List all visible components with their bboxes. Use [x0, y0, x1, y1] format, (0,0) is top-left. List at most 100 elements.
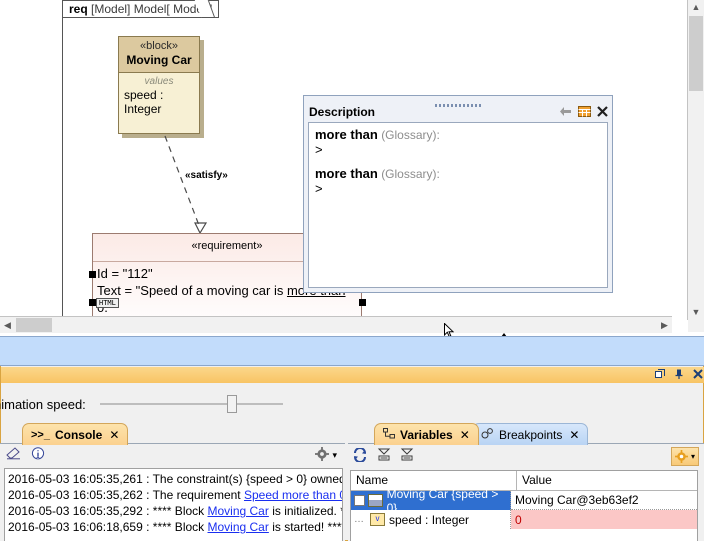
- block-moving-car[interactable]: «block» Moving Car values speed : Intege…: [118, 36, 200, 134]
- tab-close-icon[interactable]: ✕: [109, 427, 120, 442]
- diagram-frame-label: req [Model] Model[ Model ]: [62, 0, 220, 18]
- tab-variables[interactable]: Variables ✕: [374, 423, 479, 445]
- log-link[interactable]: Moving Car: [207, 520, 269, 534]
- tree-indent: …: [354, 514, 364, 525]
- log-timestamp: 2016-05-03 16:05:35,261 :: [8, 472, 153, 486]
- selection-handle[interactable]: [89, 271, 96, 278]
- glossary-definition: >: [315, 142, 323, 157]
- scrollbar-thumb[interactable]: [16, 318, 52, 332]
- column-header-value[interactable]: Value: [522, 473, 552, 487]
- variable-name-cell[interactable]: − Moving Car {speed > 0}: [351, 487, 511, 515]
- diagram-canvas[interactable]: req [Model] Model[ Model ] «block» Movin…: [0, 0, 672, 316]
- log-text: is initialized. ****: [272, 504, 342, 518]
- variable-value-cell[interactable]: 0: [511, 510, 697, 529]
- close-icon[interactable]: [597, 105, 608, 119]
- console-log-list[interactable]: 2016-05-03 16:05:35,261 : The constraint…: [4, 468, 343, 541]
- selection-handle[interactable]: [359, 299, 366, 306]
- refresh-icon[interactable]: [353, 446, 367, 465]
- requirement-body: Id = "112" Text = "Speed of a moving car…: [93, 262, 361, 316]
- slider-knob[interactable]: [226, 395, 237, 413]
- dropdown-arrow-icon[interactable]: ▾: [690, 451, 695, 461]
- close-icon[interactable]: [693, 368, 703, 382]
- frame-keyword: req: [69, 2, 88, 16]
- requirement-text-prefix: Text = "Speed of a moving car is: [97, 283, 287, 298]
- glossary-entry: more than (Glossary): >: [315, 127, 601, 157]
- table-row[interactable]: − Moving Car {speed > 0} Moving Car@3eb6…: [351, 487, 697, 515]
- compartment-label: values: [144, 76, 174, 87]
- requirement-id: Id = "112": [97, 266, 153, 281]
- animation-speed-label: nimation speed:: [0, 396, 86, 412]
- animation-speed-row: nimation speed:: [0, 392, 400, 416]
- variable-name: speed : Integer: [389, 512, 470, 527]
- table-icon[interactable]: [578, 105, 591, 119]
- glossary-source: (Glossary):: [381, 167, 440, 181]
- scrollbar-thumb[interactable]: [689, 16, 703, 91]
- log-line: 2016-05-03 16:05:35,262 : The requiremen…: [8, 487, 342, 503]
- tab-breakpoints-label: Breakpoints: [499, 427, 563, 442]
- dropdown-arrow-icon[interactable]: ▾: [332, 449, 337, 460]
- log-text: **** Block: [152, 504, 208, 518]
- tab-console-label: Console: [54, 427, 103, 442]
- info-icon[interactable]: [31, 446, 45, 464]
- diagram-vertical-scrollbar[interactable]: ▲ ▼: [687, 0, 704, 320]
- column-header-name[interactable]: Name: [351, 471, 517, 490]
- scroll-left-icon[interactable]: ◀: [4, 320, 11, 330]
- variable-name: Moving Car {speed > 0}: [386, 486, 499, 515]
- variables-pane: ▾ Name Value − Moving Car {speed > 0} Mo…: [348, 443, 704, 541]
- restore-icon[interactable]: [655, 368, 665, 382]
- gear-icon: [674, 449, 688, 463]
- block-name: Moving Car: [126, 53, 192, 67]
- eraser-icon[interactable]: [6, 447, 21, 463]
- tab-variables-label: Variables: [400, 427, 453, 442]
- console-pane: ▾ 2016-05-03 16:05:35,261 : The constrai…: [0, 443, 345, 541]
- back-arrow-icon[interactable]: [559, 106, 572, 119]
- pin-icon[interactable]: [674, 369, 684, 382]
- block-header: «block» Moving Car: [119, 37, 199, 73]
- selection-handle[interactable]: [89, 299, 96, 306]
- block-icon: [367, 494, 383, 507]
- gear-icon[interactable]: [315, 446, 330, 464]
- log-timestamp: 2016-05-03 16:05:35,262 :: [8, 488, 153, 502]
- tab-close-icon[interactable]: ✕: [459, 427, 470, 442]
- tab-close-icon[interactable]: ✕: [569, 427, 580, 442]
- description-title: Description: [309, 105, 376, 119]
- table-header-row: Name Value: [351, 471, 697, 491]
- tab-breakpoints[interactable]: Breakpoints ✕: [472, 423, 589, 445]
- variable-name-cell[interactable]: … v speed : Integer: [351, 510, 511, 529]
- scroll-down-icon[interactable]: ▼: [691, 307, 701, 317]
- expand-all-icon[interactable]: [377, 448, 391, 465]
- console-icon: >>_: [31, 428, 50, 441]
- description-content: more than (Glossary): > more than (Gloss…: [308, 122, 608, 288]
- variables-settings-button[interactable]: ▾: [670, 446, 699, 466]
- frame-scope: [Model]: [91, 2, 131, 16]
- horizontal-splitter[interactable]: [0, 336, 704, 366]
- block-stereotype: «block»: [140, 40, 178, 52]
- collapse-all-icon[interactable]: [400, 448, 414, 465]
- table-row[interactable]: … v speed : Integer 0: [351, 510, 697, 529]
- description-panel[interactable]: Description more than (Glossary): >: [303, 95, 613, 293]
- panel-drag-grip[interactable]: [304, 96, 612, 107]
- block-property[interactable]: speed : Integer: [124, 88, 164, 116]
- variables-icon: [383, 427, 395, 442]
- glossary-term: more than: [315, 166, 378, 181]
- value-icon: v: [370, 513, 385, 526]
- log-link[interactable]: Speed more than 0: [243, 488, 343, 502]
- log-timestamp: 2016-05-03 16:05:35,292 :: [8, 504, 153, 518]
- glossary-definition: >: [315, 181, 323, 196]
- scroll-up-icon[interactable]: ▲: [691, 2, 701, 12]
- slider-track: [99, 403, 283, 405]
- variables-toolbar: ▾: [348, 444, 704, 468]
- diagram-editor[interactable]: req [Model] Model[ Model ] «block» Movin…: [0, 0, 704, 336]
- glossary-entry: more than (Glossary): >: [315, 166, 601, 196]
- glossary-term: more than: [315, 127, 378, 142]
- variable-value-cell[interactable]: Moving Car@3eb63ef2: [511, 491, 697, 510]
- tab-console[interactable]: >>_ Console ✕: [22, 423, 129, 445]
- animation-speed-slider[interactable]: [99, 395, 283, 413]
- diagram-horizontal-scrollbar[interactable]: ◀ ▶: [0, 316, 672, 333]
- log-link[interactable]: Moving Car: [207, 504, 269, 518]
- variables-table[interactable]: Name Value − Moving Car {speed > 0} Movi…: [350, 470, 698, 541]
- resize-splitter-cursor: [501, 333, 507, 336]
- scroll-right-icon[interactable]: ▶: [661, 320, 668, 330]
- tree-expander[interactable]: −: [354, 495, 365, 506]
- log-text: **** Block: [152, 520, 208, 534]
